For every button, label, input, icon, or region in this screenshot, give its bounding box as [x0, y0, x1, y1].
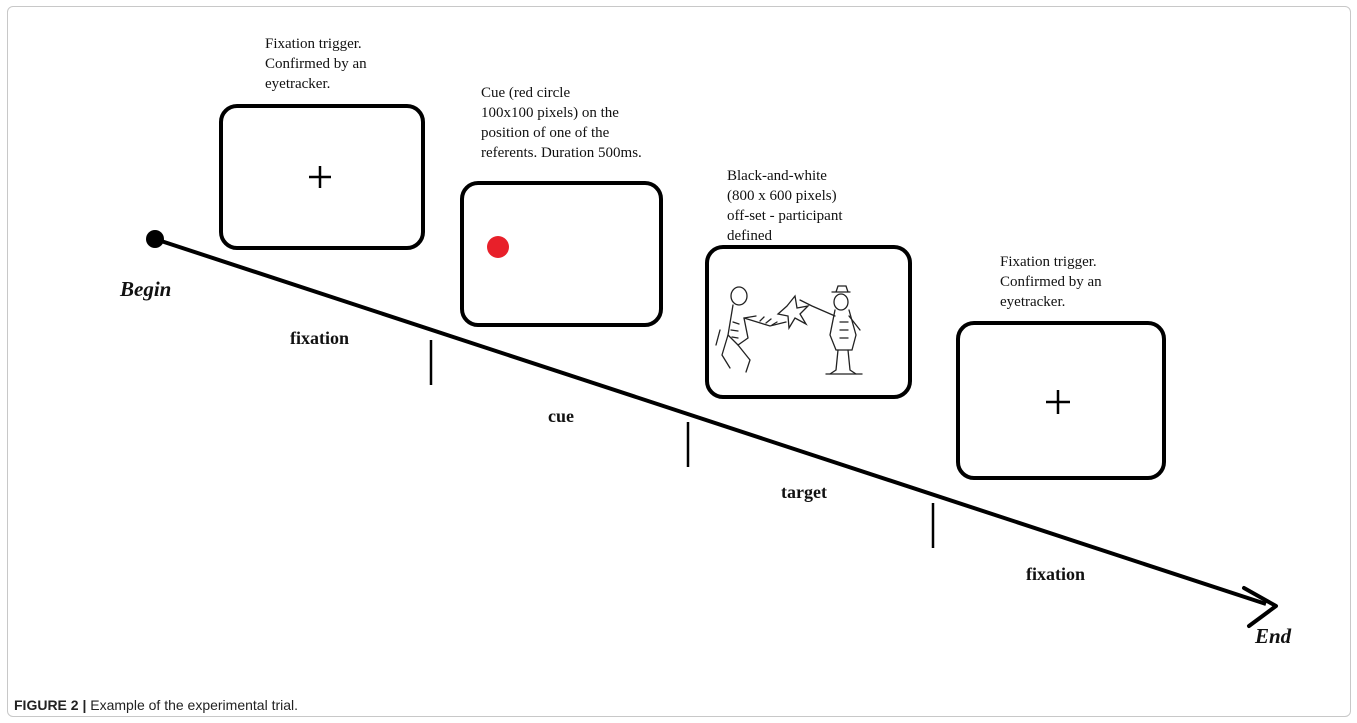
target-line-drawing	[715, 285, 863, 375]
red-cue-dot	[487, 236, 509, 258]
target-screen	[705, 245, 912, 399]
stage-label-fixation-end: fixation	[1026, 564, 1086, 584]
timeline-arrow-line	[154, 237, 1267, 606]
figure-caption: FIGURE 2 | Example of the experimental t…	[14, 697, 298, 713]
cue-screen	[460, 181, 663, 327]
screen-note-fixation-end: Fixation trigger. Confirmed by an eyetra…	[1000, 254, 1102, 310]
end-arrowhead-icon	[1242, 586, 1278, 628]
stage-label-cue: cue	[548, 406, 574, 426]
fixation-cross-icon	[1046, 390, 1070, 414]
caption-text: Example of the experimental trial.	[90, 697, 299, 713]
begin-marker-icon	[146, 230, 164, 248]
end-label: End	[1255, 624, 1292, 648]
screen-note-target: Black-and-white (800 x 600 pixels) off-s…	[727, 168, 843, 244]
screen-note-cue: Cue (red circle 100x100 pixels) on the p…	[481, 85, 642, 161]
caption-label: FIGURE 2 |	[14, 697, 87, 713]
fixation-cross-icon	[309, 166, 331, 188]
fixation-screen-end	[956, 321, 1166, 480]
begin-label: Begin	[120, 277, 172, 301]
screen-note-fixation-start: Fixation trigger. Confirmed by an eyetra…	[265, 36, 367, 92]
stage-label-fixation: fixation	[290, 328, 350, 348]
figure-frame	[7, 6, 1351, 717]
stage-label-target: target	[781, 482, 827, 502]
